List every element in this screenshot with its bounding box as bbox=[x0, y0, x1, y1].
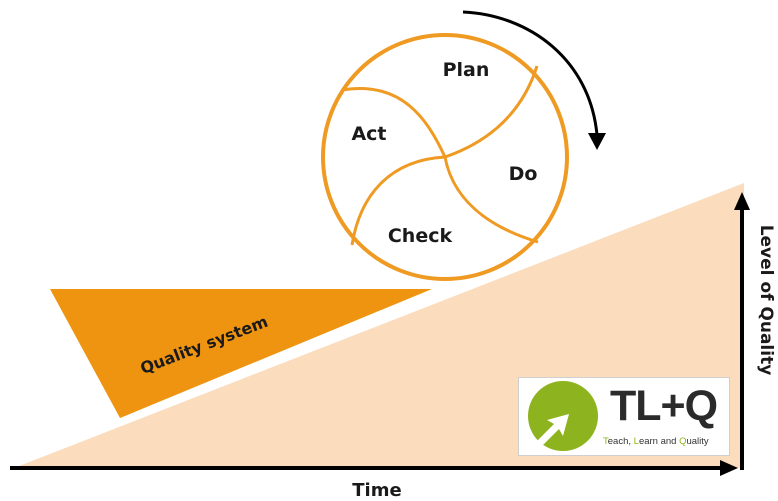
logo-tagline: Teach, Learn and Quality bbox=[603, 436, 709, 447]
logo-title: TL+Q bbox=[610, 382, 718, 430]
rotation-arrow-icon bbox=[462, 10, 606, 150]
divider-bottom-left bbox=[350, 155, 446, 246]
logo-tag-part: Q bbox=[679, 436, 687, 447]
tlq-logo: TL+Q Teach, Learn and Quality bbox=[518, 377, 730, 456]
divider-top-right bbox=[444, 65, 539, 159]
plan-label: Plan bbox=[443, 59, 490, 81]
divider-bottom-right bbox=[443, 156, 539, 244]
logo-tag-part: T bbox=[603, 436, 608, 447]
time-axis bbox=[10, 460, 738, 476]
logo-tag-part: uality bbox=[686, 436, 709, 447]
quality-axis bbox=[734, 192, 750, 470]
pdca-wheel: Plan Do Check Act bbox=[321, 33, 569, 281]
divider-top-left bbox=[341, 87, 447, 158]
logo-tag-part: each, bbox=[607, 436, 634, 447]
logo-arrow-icon bbox=[528, 381, 598, 451]
time-axis-label: Time bbox=[352, 480, 401, 501]
quality-system-wedge bbox=[50, 289, 432, 418]
check-label: Check bbox=[388, 225, 453, 247]
quality-axis-label: Level of Quality bbox=[756, 225, 776, 376]
do-label: Do bbox=[509, 163, 538, 185]
logo-tag-part: L bbox=[633, 436, 639, 447]
act-label: Act bbox=[351, 123, 386, 145]
logo-tag-part: earn and bbox=[638, 436, 680, 447]
